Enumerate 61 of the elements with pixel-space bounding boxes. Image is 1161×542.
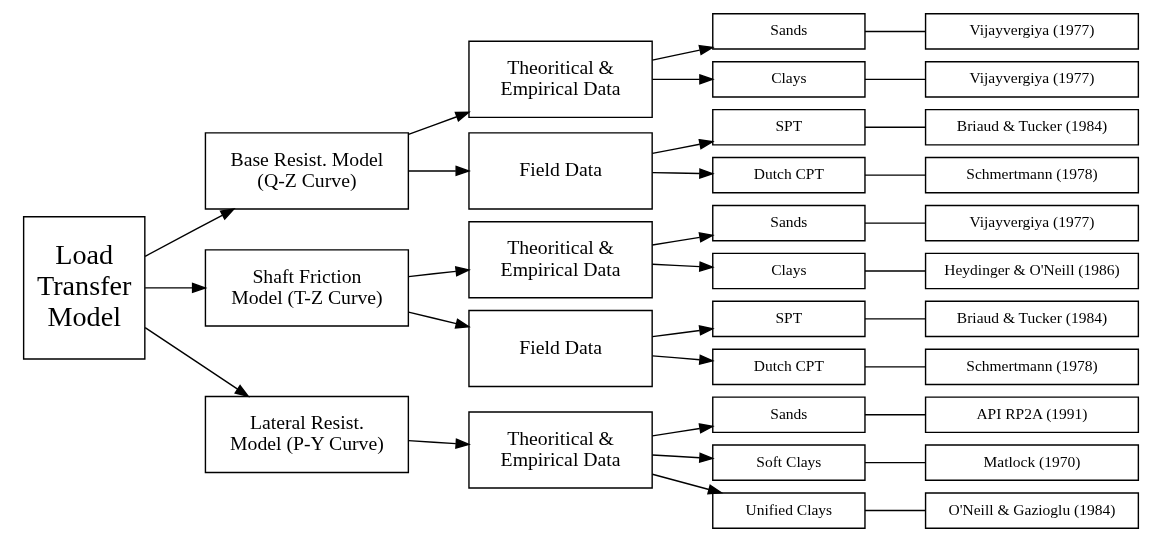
connector <box>863 174 926 176</box>
node-box: Shaft Friction Model (T-Z Curve) <box>204 249 409 327</box>
arrow <box>143 326 250 398</box>
node-box: Sands <box>711 13 866 50</box>
node-box: SPT <box>711 108 866 146</box>
node-box: Clays <box>711 252 866 290</box>
arrow <box>651 44 715 61</box>
arrow <box>407 165 471 177</box>
node-box: Load Transfer Model <box>22 216 146 360</box>
arrow <box>651 261 715 272</box>
connector <box>863 30 926 33</box>
arrow <box>651 473 723 495</box>
node-box: Base Resist. Model (Q-Z Curve) <box>204 132 409 210</box>
arrow <box>407 111 471 136</box>
arrow <box>143 208 236 257</box>
arrow <box>651 73 715 85</box>
connector <box>863 414 926 416</box>
node-box: Matlock (1970) <box>924 444 1139 481</box>
node-box: Heydinger & O'Neill (1986) <box>924 252 1139 290</box>
connector <box>863 78 926 81</box>
node-box: O'Neill & Gazioglu (1984) <box>924 492 1139 529</box>
connector <box>863 366 926 368</box>
connector <box>863 509 926 512</box>
connector <box>863 222 926 224</box>
node-box: Lateral Resist. Model (P-Y Curve) <box>204 395 409 474</box>
arrow <box>651 452 715 464</box>
connector <box>863 318 926 320</box>
node-box: Schmertmann (1978) <box>924 156 1139 194</box>
node-box: Dutch CPT <box>711 348 866 386</box>
connector <box>863 270 926 272</box>
arrow <box>651 325 715 338</box>
node-box: Sands <box>711 204 866 242</box>
arrow <box>407 311 471 329</box>
arrow <box>407 265 471 278</box>
node-box: Vijayvergiya (1977) <box>924 61 1139 98</box>
node-box: Sands <box>711 396 866 434</box>
node-box: Field Data <box>467 132 653 210</box>
node-box: Schmertmann (1978) <box>924 348 1139 386</box>
node-box: Briaud & Tucker (1984) <box>924 300 1139 338</box>
node-box: API RP2A (1991) <box>924 396 1139 434</box>
node-box: Unified Clays <box>711 492 866 529</box>
node-box: Theoritical & Empirical Data <box>467 220 653 299</box>
node-box: Vijayvergiya (1977) <box>924 204 1139 242</box>
node-box: Field Data <box>467 309 653 388</box>
connector <box>863 461 926 464</box>
node-box: Vijayvergiya (1977) <box>924 13 1139 50</box>
arrow <box>651 138 715 155</box>
arrow <box>651 232 715 246</box>
arrow <box>407 438 471 449</box>
arrow <box>651 423 715 437</box>
node-box: Theoritical & Empirical Data <box>467 411 653 489</box>
node-box: SPT <box>711 300 866 338</box>
node-box: Theoritical & Empirical Data <box>467 40 653 119</box>
node-box: Briaud & Tucker (1984) <box>924 108 1139 146</box>
node-box: Soft Clays <box>711 444 866 481</box>
node-box: Dutch CPT <box>711 156 866 194</box>
arrow <box>651 168 715 179</box>
node-box: Clays <box>711 61 866 98</box>
connector <box>863 126 926 128</box>
arrow <box>143 282 207 294</box>
arrow <box>651 354 715 366</box>
